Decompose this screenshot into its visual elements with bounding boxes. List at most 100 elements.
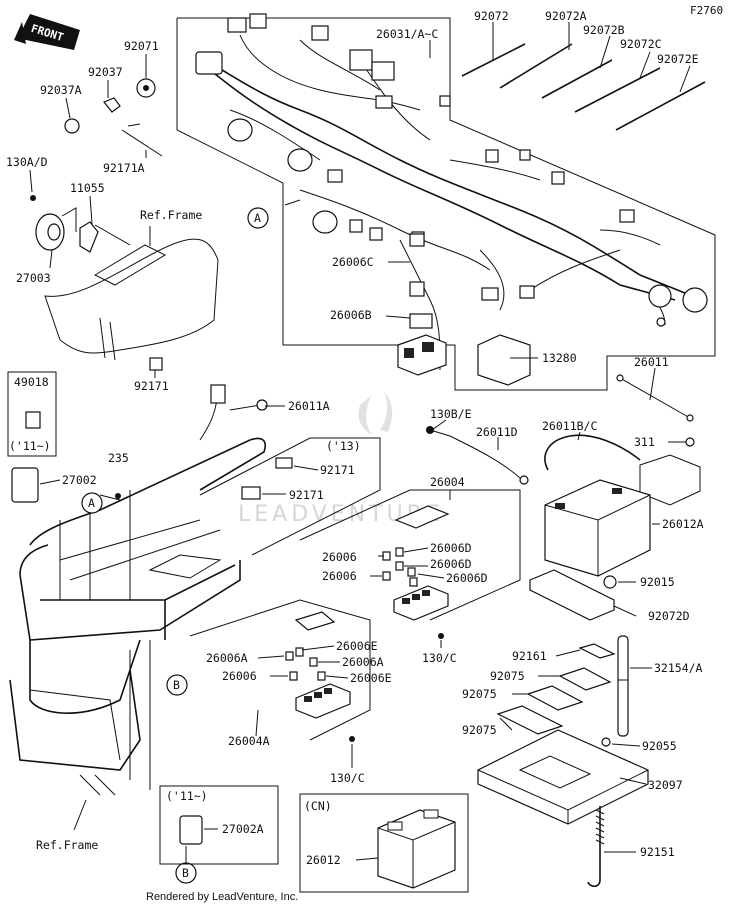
label-32154A: 32154/A <box>654 661 703 675</box>
label-92151: 92151 <box>640 845 675 859</box>
inset-49018 <box>7 371 57 457</box>
label-32097: 32097 <box>648 778 683 792</box>
inset-13 <box>199 437 381 556</box>
label-11-lower: ('11~) <box>166 789 208 803</box>
callout-B-frame: B <box>166 674 188 696</box>
label-92072D: 92072D <box>648 609 690 623</box>
relay-26006C <box>409 233 425 247</box>
connector-92171-b <box>275 457 293 469</box>
pad-92075-a <box>558 667 612 691</box>
label-ref-frame-top: Ref.Frame <box>140 208 202 222</box>
washer-92055 <box>601 737 611 747</box>
fuses-26006A-E <box>285 647 326 681</box>
vehicle-frame <box>9 437 266 796</box>
label-26006D-b: 26006D <box>430 557 472 571</box>
label-26011: 26011 <box>634 355 669 369</box>
harness-connectors <box>195 13 708 327</box>
svg-text:B: B <box>173 678 180 692</box>
pad-92075-c <box>496 705 564 735</box>
fuse-cover-26004 <box>394 505 450 529</box>
label-130AD: 130A/D <box>6 155 48 169</box>
lead-26011A <box>199 384 261 441</box>
inset-cn <box>299 793 469 893</box>
label-92037: 92037 <box>88 65 123 79</box>
lead-26011BC <box>544 434 641 471</box>
fuse-cover-26004A <box>294 611 336 631</box>
svg-text:B: B <box>182 866 189 880</box>
label-92072A: 92072A <box>545 9 587 23</box>
bolt-130BE <box>426 426 434 434</box>
credit-text: Rendered by LeadVenture, Inc. <box>146 891 298 903</box>
label-26006B: 26006B <box>330 308 372 322</box>
label-130BE: 130B/E <box>430 407 472 421</box>
diagram-code: F2760 <box>690 4 723 17</box>
connector-92171 <box>149 357 163 371</box>
label-92075-a: 92075 <box>490 669 525 683</box>
label-311: 311 <box>634 435 655 449</box>
label-26006-b: 26006 <box>322 569 357 583</box>
label-92072: 92072 <box>474 9 509 23</box>
cover-13280 <box>477 334 531 386</box>
watermark-flame-icon <box>358 392 393 435</box>
label-27002: 27002 <box>62 473 97 487</box>
label-26011A: 26011A <box>288 399 330 413</box>
label-92037A: 92037A <box>40 83 82 97</box>
label-26011BC: 26011B/C <box>542 419 597 433</box>
label-26006A-b: 26006A <box>342 655 384 669</box>
label-26006E-a: 26006E <box>336 639 378 653</box>
bolt-130C-a <box>438 633 444 639</box>
callout-A-upper: A <box>247 207 269 229</box>
leader-235 <box>99 494 121 501</box>
inset-26004A <box>189 599 371 741</box>
nut-311 <box>685 437 695 447</box>
fuse-holder-26006B <box>397 313 447 376</box>
relay-27002 <box>11 467 39 503</box>
label-92171-c: 92171 <box>289 488 324 502</box>
label-26004A: 26004A <box>228 734 270 748</box>
inset-26004 <box>299 489 521 621</box>
relay-49018 <box>25 411 41 429</box>
label-26006E-b: 26006E <box>350 671 392 685</box>
label-26012: 26012 <box>306 853 341 867</box>
label-92161: 92161 <box>512 649 547 663</box>
lead-26011D <box>429 429 521 479</box>
label-ref-frame-bottom: Ref.Frame <box>36 838 98 852</box>
label-26006-c: 26006 <box>222 669 257 683</box>
horn-27003 <box>35 207 77 251</box>
bolt-235 <box>115 493 121 499</box>
rod-32154A <box>617 635 629 737</box>
label-92072C: 92072C <box>620 37 662 51</box>
label-26031: 26031/A~C <box>376 27 438 41</box>
label-92075-b: 92075 <box>462 687 497 701</box>
callout-B-inset: B <box>175 862 197 884</box>
label-26006A-a: 26006A <box>206 651 248 665</box>
label-92075-c: 92075 <box>462 723 497 737</box>
bolt-130AD <box>30 195 36 201</box>
connector-26011A <box>210 384 226 404</box>
label-92171A: 92171A <box>103 161 145 175</box>
label-92015: 92015 <box>640 575 675 589</box>
ref-frame-top <box>44 238 219 361</box>
label-92071: 92071 <box>124 39 159 53</box>
label-cn: (CN) <box>304 799 332 813</box>
label-235: 235 <box>108 451 129 465</box>
clip-92037 <box>103 97 121 113</box>
callout-A-lower: A <box>81 492 103 514</box>
fuse-block-26004 <box>393 585 449 621</box>
battery-26012A <box>544 479 651 577</box>
connector-92171-c <box>241 486 261 500</box>
part-labels: 26031/A~C 92072 92072A 92072B 92072C 920… <box>6 9 704 867</box>
battery-26012 <box>377 809 456 889</box>
label-27003: 27003 <box>16 271 51 285</box>
plate-92072D <box>529 569 615 621</box>
label-130C-a: 130/C <box>422 651 457 665</box>
bolt-92151 <box>587 806 605 888</box>
clip-92037A <box>64 118 80 134</box>
leader-lines <box>29 22 691 863</box>
label-92171-b: 92171 <box>320 463 355 477</box>
pad-92075-b <box>526 685 584 711</box>
fuses-26006D <box>382 547 418 587</box>
label-92072B: 92072B <box>583 23 625 37</box>
label-92055: 92055 <box>642 739 677 753</box>
